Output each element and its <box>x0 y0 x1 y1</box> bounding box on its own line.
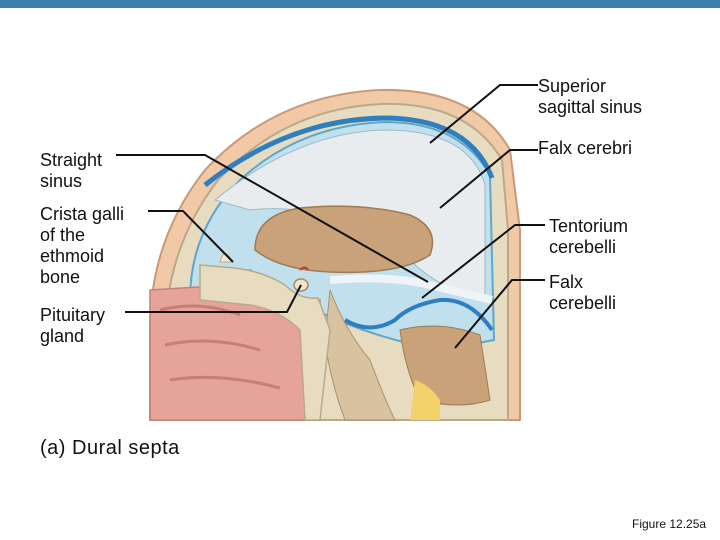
leader-falx-cerebelli <box>454 279 545 349</box>
figure-number: Figure 12.25a <box>632 517 707 531</box>
leader-superior-sagittal-sinus <box>429 84 538 144</box>
label-falx-cerebri: Falx cerebri <box>538 138 633 158</box>
leader-straight-sinus <box>116 154 429 283</box>
brain-cavity <box>254 205 434 274</box>
label-straight-sinus: Straight sinus <box>40 150 103 191</box>
brainstem-area <box>324 289 396 421</box>
leader-falx-cerebri <box>439 149 538 209</box>
leader-pituitary-gland <box>125 284 302 313</box>
leader-crista-galli <box>148 210 234 263</box>
tentorium-cerebelli <box>329 274 493 304</box>
leader-lines <box>116 84 545 349</box>
leader-tentorium-cerebelli <box>421 224 545 299</box>
label-pituitary-gland: Pituitary gland <box>40 305 106 346</box>
label-tentorium-cerebelli: Tentorium cerebelli <box>549 216 629 257</box>
label-crista-galli: Crista galli of the ethmoid bone <box>40 204 125 287</box>
superior-sagittal-sinus <box>203 115 495 187</box>
figure-caption: (a) Dural septa <box>40 437 180 459</box>
neck-fat <box>410 380 440 420</box>
top-accent-bar <box>0 0 720 8</box>
straight-sinus <box>343 297 494 332</box>
label-falx-cerebelli: Falx cerebelli <box>549 272 617 313</box>
label-superior-sagittal-sinus: Superior sagittal sinus <box>538 76 643 117</box>
hypophyseal-stalk <box>299 266 309 271</box>
